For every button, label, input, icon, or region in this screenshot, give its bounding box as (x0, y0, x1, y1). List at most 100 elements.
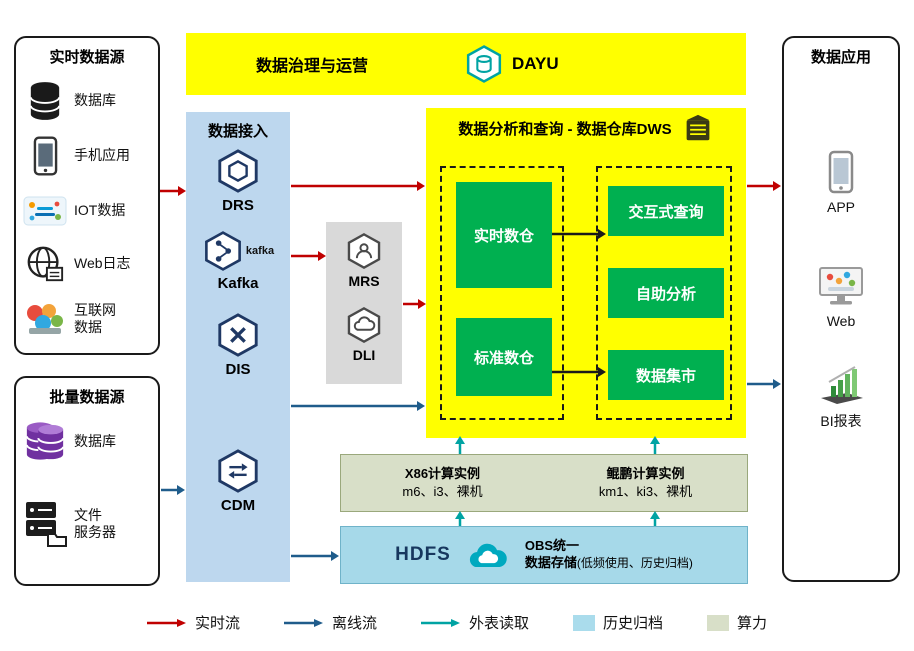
dis-hexagon-icon (215, 312, 261, 358)
ingestion-item-dis: DIS (186, 312, 290, 378)
kafka-wordmark: kafka (245, 245, 275, 257)
app-phone-icon (828, 150, 854, 194)
applications-title: 数据应用 (810, 49, 871, 66)
source-item-mobile: 手机应用 (16, 132, 158, 180)
database-purple-icon (16, 420, 74, 464)
ingestion-item-cdm: CDM (186, 448, 290, 514)
teal-arrow-icon (420, 618, 460, 627)
applications-panel: 数据应用 APP (782, 36, 900, 582)
iot-icon (16, 196, 74, 226)
batch-sources-panel: 批量数据源 数据库 (14, 376, 160, 586)
obs-line2: 数据存储 (524, 555, 577, 570)
source-item-weblog: Web日志 (16, 240, 158, 288)
app-item-bi: BI报表 (784, 366, 898, 431)
source-item-label: 手机应用 (74, 147, 130, 164)
middleware-item-label: DLI (352, 347, 376, 363)
middleware-item-dli: DLI (326, 306, 402, 363)
web-monitor-icon (818, 266, 864, 308)
cdm-hexagon-icon (215, 448, 261, 494)
source-item-file-server: 文件服务器 (16, 496, 158, 552)
batch-sources-title: 批量数据源 (49, 389, 125, 406)
x86-compute-subtitle: m6、i3、裸机 (402, 484, 483, 499)
warehouse-group: 实时数仓 标准数仓 (440, 166, 564, 420)
label-line: 互联网 (74, 301, 116, 318)
dws-header: 数据分析和查询 - 数据仓库DWS (426, 114, 746, 142)
ingestion-title: 数据接入 (207, 123, 268, 140)
x86-compute: X86计算实例 m6、i3、裸机 (341, 455, 544, 511)
legend-label: 算力 (737, 615, 768, 632)
source-item-label: IOT数据 (74, 202, 126, 219)
legend-label: 历史归档 (603, 615, 664, 632)
app-item-label: Web (826, 313, 856, 329)
bi-report-icon (817, 366, 865, 406)
source-item-internet: 互联网数据 (16, 295, 158, 343)
legend-item-history-archive: 历史归档 (573, 612, 663, 633)
legend: 实时流 离线流 外表读取 历史归档 算力 (0, 612, 914, 633)
ingestion-item-label: DRS (222, 197, 254, 214)
middleware-panel: MRS DLI (326, 222, 402, 384)
node-realtime-warehouse: 实时数仓 (456, 182, 552, 288)
source-item-label: 互联网数据 (74, 302, 116, 337)
label-line: 服务器 (74, 524, 116, 540)
blue-arrow-icon (283, 618, 323, 627)
ingestion-item-label: Kafka (217, 275, 259, 292)
dws-panel: 数据分析和查询 - 数据仓库DWS 实时数仓 标准数仓 交互式查询 自助分析 数… (426, 108, 746, 438)
governance-title: 数据治理与运营 (256, 58, 369, 75)
node-data-mart: 数据集市 (608, 350, 724, 400)
red-arrow-icon (146, 618, 186, 627)
legend-label: 实时流 (194, 615, 240, 632)
governance-bar: 数据治理与运营 DAYU (186, 33, 746, 95)
node-interactive-query: 交互式查询 (608, 186, 724, 236)
app-item-label: BI报表 (820, 413, 862, 429)
node-standard-warehouse: 标准数仓 (456, 318, 552, 396)
kunpeng-compute-subtitle: km1、ki3、裸机 (598, 484, 693, 499)
compute-instances-box: X86计算实例 m6、i3、裸机 鲲鹏计算实例 km1、ki3、裸机 (340, 454, 748, 512)
app-item-web: Web (784, 266, 898, 329)
legend-item-compute-power: 算力 (707, 612, 767, 633)
kafka-hexagon-icon: kafka (202, 230, 274, 272)
dayu-hexagon-icon (466, 45, 502, 83)
app-item-app: APP (784, 150, 898, 215)
kunpeng-compute-title: 鲲鹏计算实例 (606, 466, 685, 482)
dws-title: 数据分析和查询 - 数据仓库DWS (458, 120, 672, 138)
hdfs-label: HDFS (395, 544, 451, 565)
legend-label: 离线流 (331, 615, 377, 632)
drs-hexagon-icon (215, 148, 261, 194)
app-item-label: APP (826, 199, 855, 215)
x86-compute-title: X86计算实例 (404, 466, 481, 482)
storage-box: HDFS OBS统一 数据存储(低频使用、历史归档) (340, 526, 748, 584)
web-log-icon (16, 244, 74, 284)
mrs-hexagon-icon (345, 232, 383, 270)
legend-item-offline-flow: 离线流 (283, 612, 377, 633)
ingestion-panel: 数据接入 DRS kafka (186, 112, 290, 582)
ingestion-item-label: DIS (225, 361, 251, 378)
kunpeng-compute: 鲲鹏计算实例 km1、ki3、裸机 (544, 455, 747, 511)
obs-line1: OBS统一 (524, 538, 580, 554)
realtime-sources-panel: 实时数据源 数据库 手机应用 (14, 36, 160, 355)
source-item-iot: IOT数据 (16, 187, 158, 235)
source-item-label: 数据库 (74, 92, 116, 109)
source-item-label: 数据库 (74, 433, 116, 450)
middleware-item-label: MRS (348, 273, 380, 289)
obs-cloud-icon (465, 540, 511, 571)
legend-label: 外表读取 (468, 615, 529, 632)
mobile-phone-icon (16, 135, 74, 177)
archive-swatch (573, 614, 595, 631)
obs-storage-text: OBS统一 数据存储(低频使用、历史归档) (525, 538, 693, 572)
node-self-service-analysis: 自助分析 (608, 268, 724, 318)
services-group: 交互式查询 自助分析 数据集市 (596, 166, 732, 420)
source-item-batch-database: 数据库 (16, 418, 158, 466)
compute-swatch (707, 614, 730, 631)
dli-hexagon-icon (345, 306, 383, 344)
middleware-item-mrs: MRS (326, 232, 402, 289)
source-item-database: 数据库 (16, 77, 158, 125)
legend-item-realtime-flow: 实时流 (146, 612, 240, 633)
legend-item-external-read: 外表读取 (420, 612, 529, 633)
label-line: 文件 (74, 506, 102, 523)
source-item-label: Web日志 (74, 255, 131, 272)
ingestion-item-label: CDM (220, 497, 256, 514)
internet-data-icon (16, 302, 74, 336)
realtime-sources-title: 实时数据源 (49, 49, 125, 66)
dayu-text: DAYU (512, 54, 559, 73)
